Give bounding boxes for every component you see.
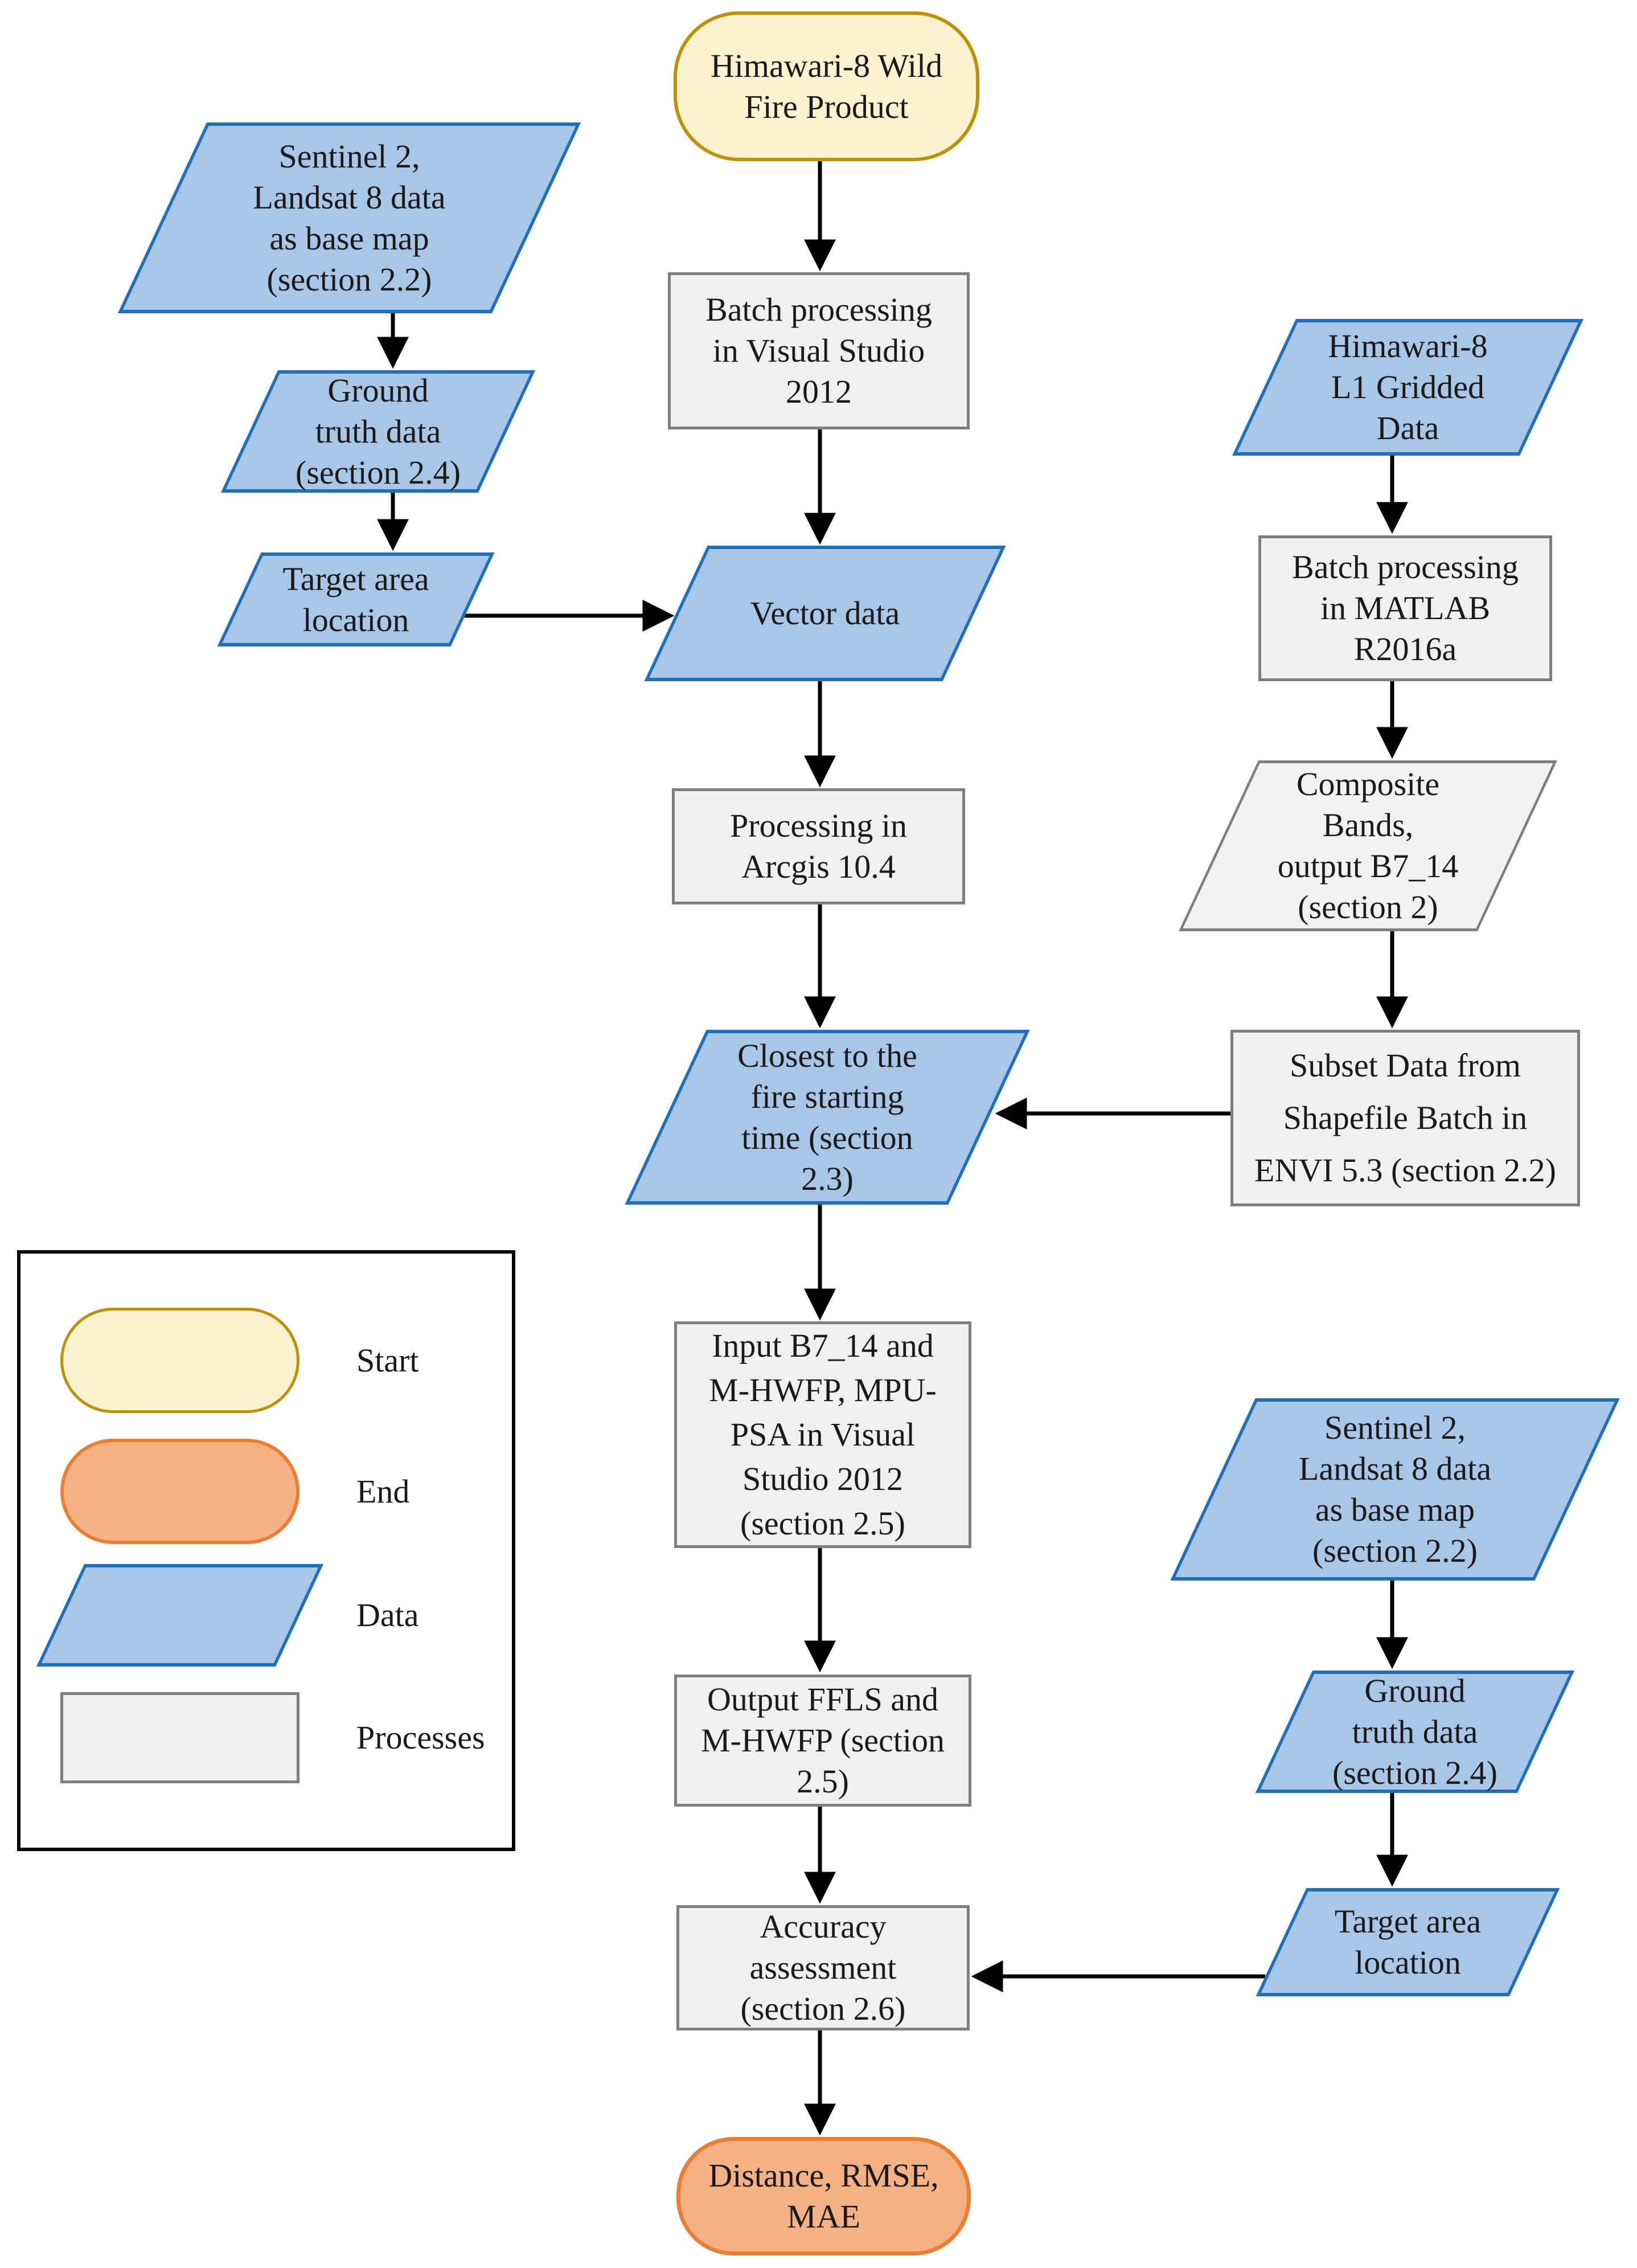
node-sentinel-landsat-right: Sentinel 2, Landsat 8 data as base map (… xyxy=(1170,1398,1620,1581)
legend-label: Processes xyxy=(356,1719,485,1756)
node-output-ffls-mhwfp: Output FFLS and M-HWFP (section 2.5) xyxy=(674,1675,971,1807)
node-start-himawari-wild-fire: Himawari-8 Wild Fire Product xyxy=(674,11,979,161)
node-label: Ground truth data (section 2.4) xyxy=(1332,1672,1497,1791)
node-input-b714-mhwfp: Input B7_14 and M-HWFP, MPU- PSA in Visu… xyxy=(674,1321,971,1548)
node-label: Ground truth data (section 2.4) xyxy=(296,371,461,491)
node-sentinel-landsat-left: Sentinel 2, Landsat 8 data as base map (… xyxy=(117,122,581,313)
node-label: Accuracy assessment (section 2.6) xyxy=(740,1908,906,2027)
legend-label: Data xyxy=(356,1596,419,1634)
node-subset-data-envi: Subset Data from Shapefile Batch in ENVI… xyxy=(1230,1030,1580,1206)
node-label: Composite Bands, output B7_14 (section 2… xyxy=(1277,765,1459,926)
legend-row-processes: Processes xyxy=(20,1692,512,1783)
node-label: Distance, RMSE, MAE xyxy=(708,2157,939,2235)
legend-data-shape xyxy=(36,1564,323,1667)
process-rect-shape xyxy=(1258,535,1552,681)
legend-label: Start xyxy=(356,1341,419,1379)
legend: Start End Data Processes xyxy=(17,1250,515,1851)
node-label: Target area location xyxy=(1334,1903,1482,1981)
node-label: Sentinel 2, Landsat 8 data as base map (… xyxy=(253,137,446,298)
node-label: Himawari-8 L1 Gridded Data xyxy=(1328,327,1488,447)
node-composite-bands: Composite Bands, output B7_14 (section 2… xyxy=(1179,760,1557,931)
node-label: Closest to the fire starting time (secti… xyxy=(737,1037,917,1197)
node-ground-truth-left: Ground truth data (section 2.4) xyxy=(220,370,536,493)
node-label: Output FFLS and M-HWFP (section 2.5) xyxy=(701,1681,945,1800)
process-rect-shape xyxy=(674,1321,971,1548)
node-target-area-left: Target area location xyxy=(217,552,495,646)
node-label: Batch processing in Visual Studio 2012 xyxy=(705,291,932,410)
process-rect-shape xyxy=(672,788,965,904)
process-rect-shape xyxy=(668,272,970,429)
node-batch-processing-matlab: Batch processing in MATLAB R2016a xyxy=(1258,535,1552,681)
node-label: Sentinel 2, Landsat 8 data as base map (… xyxy=(1298,1409,1492,1569)
legend-processes-shape xyxy=(60,1692,299,1783)
node-label: Vector data xyxy=(750,595,900,632)
node-himawari-l1-gridded: Himawari-8 L1 Gridded Data xyxy=(1232,319,1583,456)
node-label: Processing in Arcgis 10.4 xyxy=(730,807,907,885)
stadium-shape xyxy=(674,11,979,161)
process-rect-shape xyxy=(676,1905,970,2030)
legend-label: End xyxy=(356,1472,410,1510)
node-processing-arcgis: Processing in Arcgis 10.4 xyxy=(672,788,965,904)
legend-row-end: End xyxy=(20,1439,512,1544)
process-rect-shape xyxy=(674,1675,971,1807)
legend-start-shape xyxy=(60,1308,299,1413)
node-target-area-right: Target area location xyxy=(1256,1888,1560,1996)
node-end-distance-rmse-mae: Distance, RMSE, MAE xyxy=(676,2137,971,2255)
node-vector-data: Vector data xyxy=(644,546,1006,681)
legend-end-shape xyxy=(60,1439,299,1544)
process-rect-shape xyxy=(1230,1030,1580,1206)
node-label: Input B7_14 and M-HWFP, MPU- PSA in Visu… xyxy=(709,1327,937,1542)
node-ground-truth-right: Ground truth data (section 2.4) xyxy=(1255,1671,1575,1793)
stadium-shape xyxy=(676,2137,971,2255)
legend-row-data: Data xyxy=(20,1564,512,1667)
node-label: Batch processing in MATLAB R2016a xyxy=(1292,548,1519,668)
node-closest-fire-starting-time: Closest to the fire starting time (secti… xyxy=(625,1030,1030,1205)
node-label: Himawari-8 Wild Fire Product xyxy=(710,47,943,125)
node-label: Subset Data from Shapefile Batch in ENVI… xyxy=(1254,1047,1556,1189)
node-label: Target area location xyxy=(282,560,429,638)
node-accuracy-assessment: Accuracy assessment (section 2.6) xyxy=(676,1905,970,2030)
legend-row-start: Start xyxy=(20,1308,512,1413)
node-batch-processing-vs2012: Batch processing in Visual Studio 2012 xyxy=(668,272,970,429)
